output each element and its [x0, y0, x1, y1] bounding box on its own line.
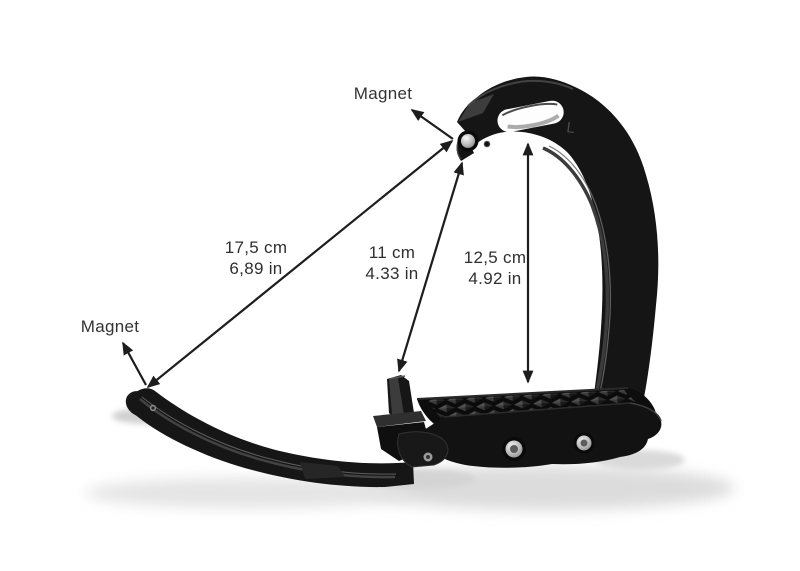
dimension-diagonal-in: 6,89 in — [229, 259, 283, 278]
dimension-line-opening — [397, 161, 464, 373]
footbed-screw-left — [502, 437, 526, 461]
head-screw — [483, 140, 491, 148]
dimension-height-label: 12,5 cm 4.92 in — [464, 247, 527, 289]
dimension-opening-in: 4.33 in — [365, 264, 419, 283]
product-size-marking: L — [566, 119, 576, 137]
magnet-arrow-top — [410, 109, 454, 140]
magnet-arrow-left — [122, 341, 147, 386]
dimension-opening-label: 11 cm 4.33 in — [365, 242, 418, 284]
footbed — [416, 387, 662, 468]
dimension-opening-cm: 11 cm — [368, 243, 416, 262]
label-magnet-left: Magnet — [80, 317, 140, 336]
head-magnet — [457, 130, 479, 152]
stirrup-head — [457, 76, 659, 412]
release-arm — [125, 388, 414, 488]
dimension-height-in: 4.92 in — [468, 269, 522, 288]
dimension-diagonal-cm: 17,5 cm — [224, 238, 288, 257]
strap-slot — [497, 100, 564, 133]
annotations — [122, 109, 534, 389]
stirrup-branch: L — [456, 76, 659, 412]
dimension-diagonal-label: 17,5 cm 6,89 in — [225, 237, 288, 279]
label-magnet-top: Magnet — [353, 84, 413, 103]
footbed-screw-right — [573, 432, 595, 454]
dimension-height-cm: 12,5 cm — [463, 248, 527, 267]
